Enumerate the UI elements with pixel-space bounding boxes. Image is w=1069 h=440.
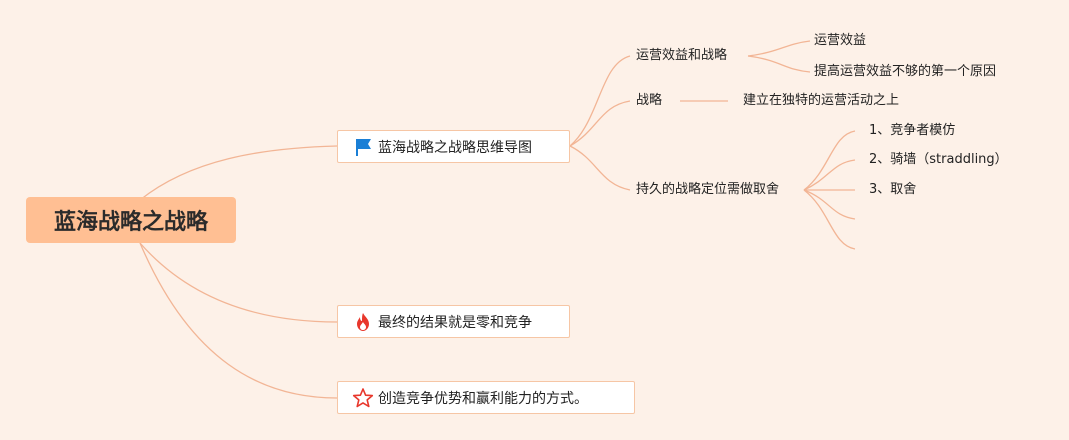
star-outline-icon — [352, 387, 374, 409]
leaf-node[interactable]: 运营效益 — [814, 33, 867, 48]
connector-root-branch1 — [139, 145, 338, 201]
connector-root-branch3 — [139, 242, 338, 399]
leaf-node[interactable]: 1、竞争者模仿 — [869, 123, 956, 138]
branch-label: 创造竞争优势和赢利能力的方式。 — [378, 390, 588, 407]
connector-sub3-leaf2 — [803, 159, 856, 191]
branch-label: 蓝海战略之战略思维导图 — [378, 139, 532, 156]
sub-node-sustainable-positioning[interactable]: 持久的战略定位需做取舍 — [636, 182, 780, 197]
branch-label: 最终的结果就是零和竞争 — [378, 314, 532, 331]
connector-branch1-sub1 — [569, 55, 631, 147]
connector-branch1-sub3 — [569, 145, 631, 191]
connector-sub3-leaf4 — [803, 189, 856, 220]
connector-root-branch2 — [139, 242, 338, 323]
leaf-node[interactable]: 2、骑墙（straddling） — [869, 152, 1008, 167]
leaf-node[interactable]: 提高运营效益不够的第一个原因 — [814, 64, 997, 79]
connector-sub3-leaf1 — [803, 130, 856, 191]
connector-sub3-leaf5 — [803, 189, 856, 250]
root-node[interactable]: 蓝海战略之战略 — [26, 197, 236, 243]
fire-icon — [352, 311, 374, 333]
connector-sub1-leaf1 — [747, 40, 811, 57]
branch-node-mind-map[interactable]: 蓝海战略之战略思维导图 — [337, 130, 570, 163]
sub-node-operational-effectiveness[interactable]: 运营效益和战略 — [636, 48, 728, 63]
branch-node-competitive-advantage[interactable]: 创造竞争优势和赢利能力的方式。 — [337, 381, 635, 414]
blue-flag-icon — [352, 136, 374, 158]
leaf-node[interactable]: 3、取舍 — [869, 182, 917, 197]
sub-node-strategy[interactable]: 战略 — [636, 93, 663, 108]
branch-node-zero-sum[interactable]: 最终的结果就是零和竞争 — [337, 305, 570, 338]
leaf-node[interactable]: 建立在独特的运营活动之上 — [743, 93, 900, 108]
connector-sub1-leaf2 — [747, 55, 811, 73]
connector-branch1-sub2 — [569, 100, 631, 147]
